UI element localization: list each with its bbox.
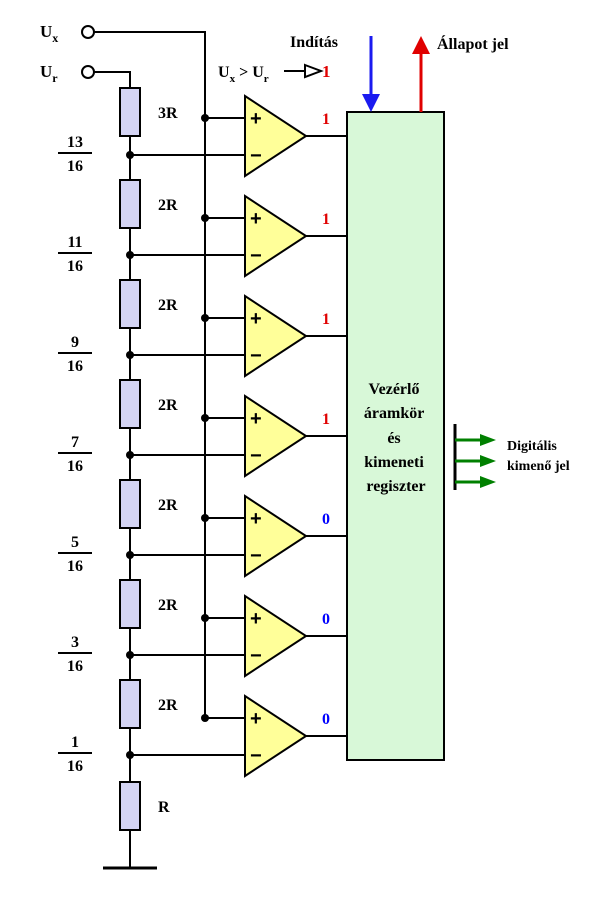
comparator: + − 1 <box>130 394 347 478</box>
digital-output-label: Digitális <box>507 439 557 454</box>
plus-sign: + <box>250 108 262 130</box>
minus-sign: − <box>250 745 262 767</box>
resistor-label: 2R <box>158 197 178 214</box>
ux-terminal: Ux <box>40 22 95 45</box>
comparator-triangle <box>244 194 308 278</box>
comparator-triangle <box>244 394 308 478</box>
plus-sign: + <box>250 708 262 730</box>
fraction-denominator: 16 <box>67 658 83 675</box>
comparator: + − 0 <box>130 694 347 778</box>
condition-arrow-icon <box>304 63 324 79</box>
ux-label: Ux <box>40 22 58 45</box>
fraction-numerator: 7 <box>71 434 79 451</box>
fraction-numerator: 5 <box>71 534 79 551</box>
output-arrow-icon <box>480 455 496 467</box>
status-arrow-icon <box>412 36 430 54</box>
comparator: + − 0 <box>130 594 347 678</box>
minus-sign: − <box>250 545 262 567</box>
condition-label: Ux > Ur 1 <box>218 62 331 85</box>
resistor <box>119 781 141 831</box>
condition-result: 1 <box>322 62 331 81</box>
resistor <box>119 87 141 137</box>
resistor <box>119 379 141 429</box>
plus-sign: + <box>250 208 262 230</box>
comparator-triangle <box>244 94 308 178</box>
resistor-chain: 3R 2R 2R 2R 2R 2R 2R R 13 16 11 16 9 16 7 16 5 16 3 16 1 16 <box>58 87 178 831</box>
fraction-denominator: 16 <box>67 558 83 575</box>
comparator-output-bit: 1 <box>322 311 330 328</box>
comparator-output-bit: 1 <box>322 211 330 228</box>
start-signal: Indítás <box>290 34 380 112</box>
minus-sign: − <box>250 345 262 367</box>
comparator: + − 1 <box>130 194 347 278</box>
comparator-triangle <box>244 694 308 778</box>
comparator-triangle <box>244 294 308 378</box>
start-label: Indítás <box>290 34 338 51</box>
resistor-label: 2R <box>158 497 178 514</box>
ur-terminal-circle <box>81 65 95 79</box>
resistor <box>119 279 141 329</box>
resistor-label: 3R <box>158 105 178 122</box>
comparator-bank: + − 1 + − 1 + − 1 + − 1 + − 0 + − 0 + − 0 <box>130 94 347 778</box>
plus-sign: + <box>250 508 262 530</box>
minus-sign: − <box>250 645 262 667</box>
fraction-denominator: 16 <box>67 258 83 275</box>
resistor-label: 2R <box>158 597 178 614</box>
comparator-output-bit: 1 <box>322 111 330 128</box>
ur-label: Ur <box>40 62 58 85</box>
ur-wire <box>94 71 131 88</box>
resistor-label: 2R <box>158 297 178 314</box>
start-arrow-icon <box>362 94 380 112</box>
digital-output: Digitális kimenő jel <box>453 424 570 490</box>
status-label: Állapot jel <box>437 34 509 53</box>
fraction-denominator: 16 <box>67 758 83 775</box>
comparator-output-bit: 0 <box>322 711 330 728</box>
comparator-output-bit: 1 <box>322 411 330 428</box>
fraction-denominator: 16 <box>67 358 83 375</box>
fraction-numerator: 3 <box>71 634 79 651</box>
plus-sign: + <box>250 308 262 330</box>
output-arrow-icon <box>480 476 496 488</box>
resistor-label: 2R <box>158 397 178 414</box>
resistor <box>119 479 141 529</box>
resistor <box>119 679 141 729</box>
minus-sign: − <box>250 145 262 167</box>
control-register-label: Vezérlő áramkör és kimeneti regiszter <box>364 381 428 495</box>
resistor-label: 2R <box>158 697 178 714</box>
comparator-triangle <box>244 594 308 678</box>
fraction-numerator: 9 <box>71 334 79 351</box>
ux-bus-wire <box>94 31 206 718</box>
wiring <box>94 31 206 870</box>
plus-sign: + <box>250 408 262 430</box>
resistor <box>119 579 141 629</box>
fraction-denominator: 16 <box>67 458 83 475</box>
fraction-denominator: 16 <box>67 158 83 175</box>
output-arrow-icon <box>480 434 496 446</box>
minus-sign: − <box>250 445 262 467</box>
plus-sign: + <box>250 608 262 630</box>
ux-terminal-circle <box>81 25 95 39</box>
fraction-numerator: 11 <box>67 234 82 251</box>
comparator: + − 1 <box>130 94 347 178</box>
minus-sign: − <box>250 245 262 267</box>
status-signal: Állapot jel <box>412 34 509 112</box>
resistor-label: R <box>158 799 170 816</box>
comparator: + − 1 <box>130 294 347 378</box>
fraction-numerator: 13 <box>67 134 83 151</box>
resistor <box>119 179 141 229</box>
digital-output-label: kimenő jel <box>507 459 570 474</box>
fraction-numerator: 1 <box>71 734 79 751</box>
condition-text: Ux > Ur <box>218 64 269 85</box>
comparator-output-bit: 0 <box>322 511 330 528</box>
comparator: + − 0 <box>130 494 347 578</box>
ur-terminal: Ur <box>40 62 95 85</box>
comparator-triangle <box>244 494 308 578</box>
comparator-output-bit: 0 <box>322 611 330 628</box>
